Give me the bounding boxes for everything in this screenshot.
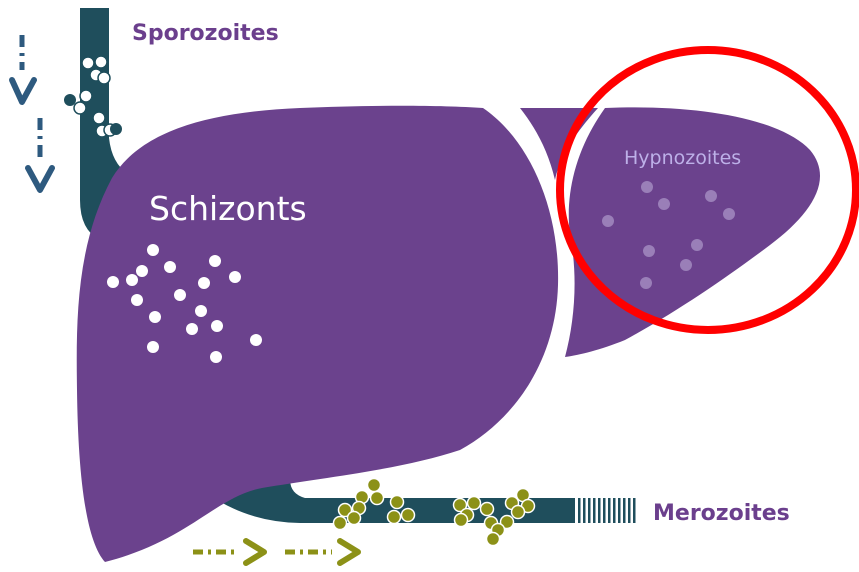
sporozoite-dot [95,56,107,68]
vessel-stripe [613,498,616,523]
merozoite-dot [402,509,415,522]
hypnozoite-dot [602,215,614,227]
vessel-stripe [633,498,636,523]
schizonts-label: Schizonts [149,189,307,228]
schizont-dot [147,244,159,256]
vessel-stripe [598,498,601,523]
schizont-dot [126,274,138,286]
schizont-dot [174,289,186,301]
schizont-dot [210,351,222,363]
schizont-dot [195,305,207,317]
schizont-dot [198,277,210,289]
merozoite-dot [388,511,401,524]
liver-main-lobe [77,106,558,562]
vessel-stripe [588,498,591,523]
hypnozoite-dot [640,277,652,289]
sporozoite-dot [80,90,92,102]
dash-dot-right-arrow-icon [285,541,358,563]
schizont-dot [209,255,221,267]
sporozoite-dot [64,94,76,106]
merozoite-dot [334,517,347,530]
sporozoite-dot [82,57,94,69]
sporozoite-dot [93,112,105,124]
sporozoite-dot [98,72,110,84]
hypnozoite-dot [691,239,703,251]
vessel-stripe [623,498,626,523]
dash-dot-down-arrow-icon [12,35,34,102]
dash-dot-right-arrow-icon [193,541,264,563]
merozoite-dot [481,503,494,516]
vessel-stripe [583,498,586,523]
merozoite-dot [368,479,381,492]
schizont-dot [131,294,143,306]
hypnozoite-dot [680,259,692,271]
vessel-stripe [608,498,611,523]
liver-right-lobe [565,107,820,357]
arrow-1-head [12,80,34,102]
sporozoite-dot [74,102,86,114]
schizont-dot [164,261,176,273]
hypnozoite-dot [723,208,735,220]
hypnozoite-dot [658,198,670,210]
hypnozoite-dot [705,190,717,202]
schizont-dot [107,276,119,288]
merozoite-dot [391,496,404,509]
vessel-stripe [628,498,631,523]
merozoite-dot [371,492,384,505]
merozoite-dot [512,506,525,519]
schizont-dot [211,320,223,332]
merozoite-dot [487,533,500,546]
merozoite-dot [348,512,361,525]
hypnozoites-label: Hypnozoites [624,147,741,169]
arrow-4-head [340,541,358,563]
vessel-stripe [593,498,596,523]
arrow-3-head [246,541,264,563]
vessel-stripe [603,498,606,523]
merozoite-dot [455,514,468,527]
arrow-2-head [28,168,52,190]
schizont-dot [186,323,198,335]
sporozoite-dot [110,123,122,135]
schizont-dot [147,341,159,353]
hypnozoite-dot [643,245,655,257]
schizont-dot [149,311,161,323]
sporozoites-label: Sporozoites [132,21,279,46]
vessel-stripes [578,498,636,523]
vessel-stripe [578,498,581,523]
vessel-stripe [618,498,621,523]
merozoites-label: Merozoites [653,501,790,526]
dash-dot-down-arrow-icon [28,118,52,190]
schizont-dot [229,271,241,283]
schizont-dot [250,334,262,346]
hypnozoite-dot [641,181,653,193]
merozoite-dot [468,497,481,510]
schizont-dot [136,265,148,277]
